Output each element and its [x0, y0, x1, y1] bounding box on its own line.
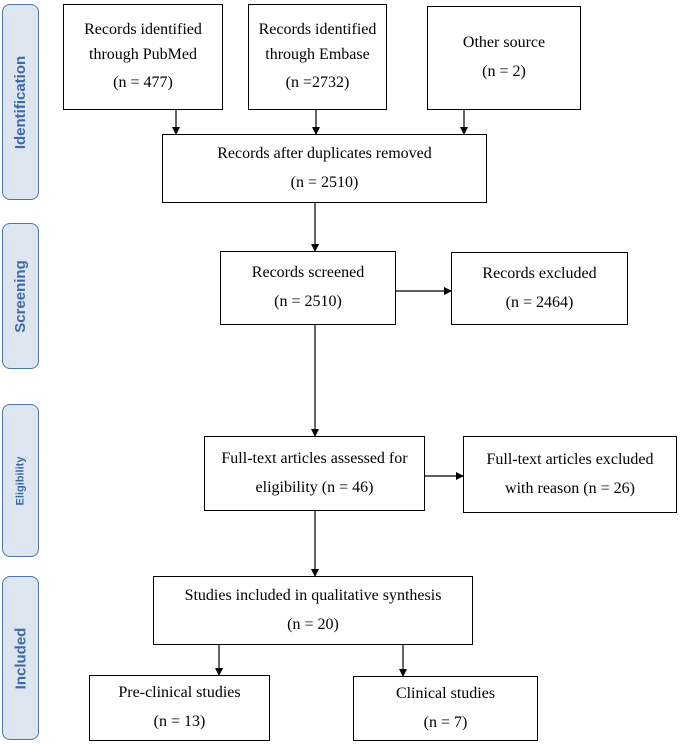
box-fulltext: Full-text articles assessed for eligibil…	[204, 436, 425, 511]
box-excluded-line1: Records excluded	[482, 264, 597, 282]
box-other-line1: Other source	[462, 34, 546, 52]
box-screened-count: (n = 2510)	[274, 293, 342, 310]
box-fulltext-line2: eligibility (n = 46)	[255, 478, 374, 496]
box-included-count: (n = 20)	[287, 615, 339, 633]
box-fulltext-line1: Full-text articles assessed for	[221, 449, 408, 467]
box-embase-line2: through Embase	[265, 45, 370, 63]
box-dedup: Records after duplicates removed (n = 25…	[162, 134, 487, 203]
box-included: Studies included in qualitative synthesi…	[153, 576, 473, 645]
box-pubmed-line1: Records identified	[84, 20, 202, 38]
box-clinical-count: (n = 7)	[423, 713, 468, 731]
box-ft-excluded: Full-text articles excluded with reason …	[463, 436, 677, 513]
box-excluded: Records excluded (n = 2464)	[451, 252, 628, 325]
box-ft-excluded-line2: with reason (n = 26)	[505, 479, 635, 497]
box-other-count: (n = 2)	[482, 63, 526, 80]
box-pubmed-count: (n = 477)	[113, 74, 173, 92]
box-embase-count: (n =2732)	[285, 74, 350, 92]
box-clinical: Clinical studies (n = 7)	[353, 676, 538, 741]
box-other: Other source (n = 2)	[427, 6, 581, 110]
box-embase: Records identified through Embase (n =27…	[248, 4, 387, 110]
box-clinical-line1: Clinical studies	[395, 684, 496, 702]
box-pubmed: Records identified through PubMed (n = 4…	[63, 4, 223, 110]
phase-eligibility: Eligibility	[2, 404, 39, 557]
box-ft-excluded-line1: Full-text articles excluded	[486, 450, 654, 468]
box-preclinical-line1: Pre-clinical studies	[118, 684, 241, 702]
box-pubmed-line2: through PubMed	[89, 45, 197, 63]
box-screened: Records screened (n = 2510)	[220, 251, 396, 325]
phase-screening: Screening	[2, 223, 39, 369]
box-preclinical: Pre-clinical studies (n = 13)	[89, 675, 270, 741]
box-included-line1: Studies included in qualitative synthesi…	[184, 586, 442, 604]
box-embase-line1: Records identified	[258, 20, 377, 38]
box-preclinical-count: (n = 13)	[153, 713, 206, 730]
box-screened-line1: Records screened	[251, 264, 365, 282]
box-excluded-count: (n = 2464)	[505, 293, 574, 311]
phase-included: Included	[2, 576, 39, 740]
phase-identification: Identification	[2, 4, 39, 200]
box-dedup-line1: Records after duplicates removed	[217, 144, 432, 162]
box-dedup-count: (n = 2510)	[290, 173, 359, 191]
